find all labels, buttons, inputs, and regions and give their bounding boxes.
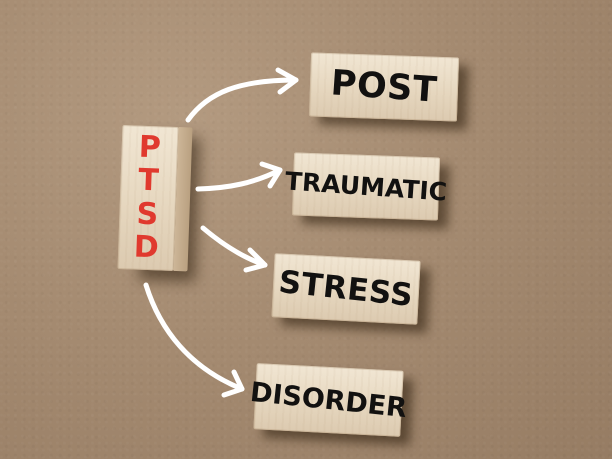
arrow-to-disorder	[143, 282, 245, 392]
arrow-to-traumatic	[195, 167, 283, 192]
arrow-to-stress-head	[243, 247, 268, 273]
arrow-to-stress	[200, 225, 268, 268]
arrow-to-post	[185, 77, 299, 123]
arrow-to-traumatic-head	[259, 161, 283, 189]
arrow-to-post-head	[275, 67, 299, 95]
arrow-to-disorder-head	[221, 369, 245, 398]
